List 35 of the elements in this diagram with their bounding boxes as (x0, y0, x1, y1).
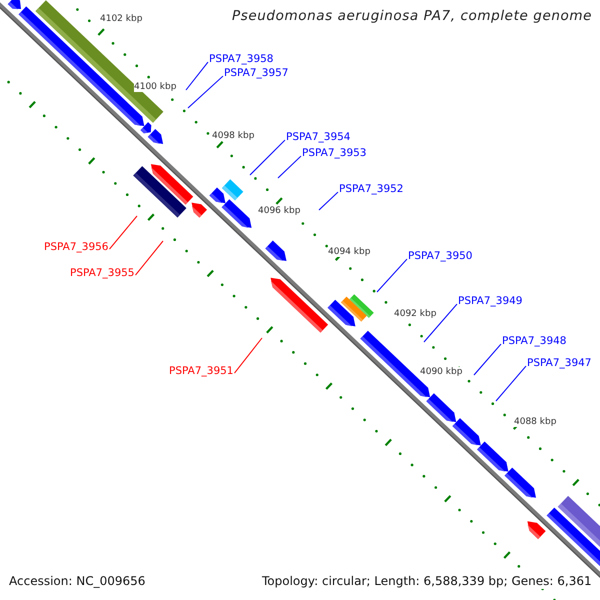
leader-line (318, 192, 338, 210)
title: Pseudomonas aeruginosa PA7, complete genome (232, 9, 592, 25)
leader-line (109, 216, 138, 250)
leader-line (474, 344, 502, 376)
tick-label: 4090 kbp (420, 367, 462, 378)
gene-label: PSPA7_3949 (458, 295, 522, 308)
gene-label: PSPA7_3955 (70, 267, 134, 280)
tick-label: 4094 kbp (328, 247, 370, 258)
gene-label: PSPA7_3953 (302, 147, 366, 160)
gene-label: PSPA7_3947 (527, 357, 592, 370)
gene-label: PSPA7_3948 (502, 335, 566, 348)
leader-line (376, 258, 408, 292)
tick-label: 4100 kbp (134, 82, 176, 92)
tick-label: 4102 kbp (100, 14, 142, 24)
footer-text: Topology: circular; Length: 6,588,339 bp; Genes: 6,361 (262, 575, 592, 589)
gene-label: PSPA7_3956 (44, 241, 108, 254)
gene-label: PSPA7_3950 (408, 250, 472, 262)
gene-label: PSPA7_3958 (209, 53, 274, 66)
leader-line (234, 338, 262, 374)
tick-label: 4098 kbp (212, 131, 254, 142)
gene-label: PSPA7_3954 (286, 131, 350, 144)
leader-line (188, 76, 224, 108)
leader-line (186, 62, 208, 90)
leader-line (135, 240, 164, 276)
gene-label: PSPA7_3951 (169, 365, 234, 378)
leader-line (250, 140, 286, 176)
gene-label: PSPA7_3952 (339, 183, 404, 196)
tick-label: 4092 kbp (394, 309, 436, 320)
leader-line (496, 366, 526, 402)
leader-line (278, 156, 302, 178)
gene-label: PSPA7_3957 (224, 67, 288, 80)
tick-label: 4096 kbp (258, 206, 300, 216)
leader-line (424, 304, 458, 342)
tick-label: 4088 kbp (514, 417, 556, 428)
footer-text: Accession: NC_009656 (9, 575, 146, 589)
